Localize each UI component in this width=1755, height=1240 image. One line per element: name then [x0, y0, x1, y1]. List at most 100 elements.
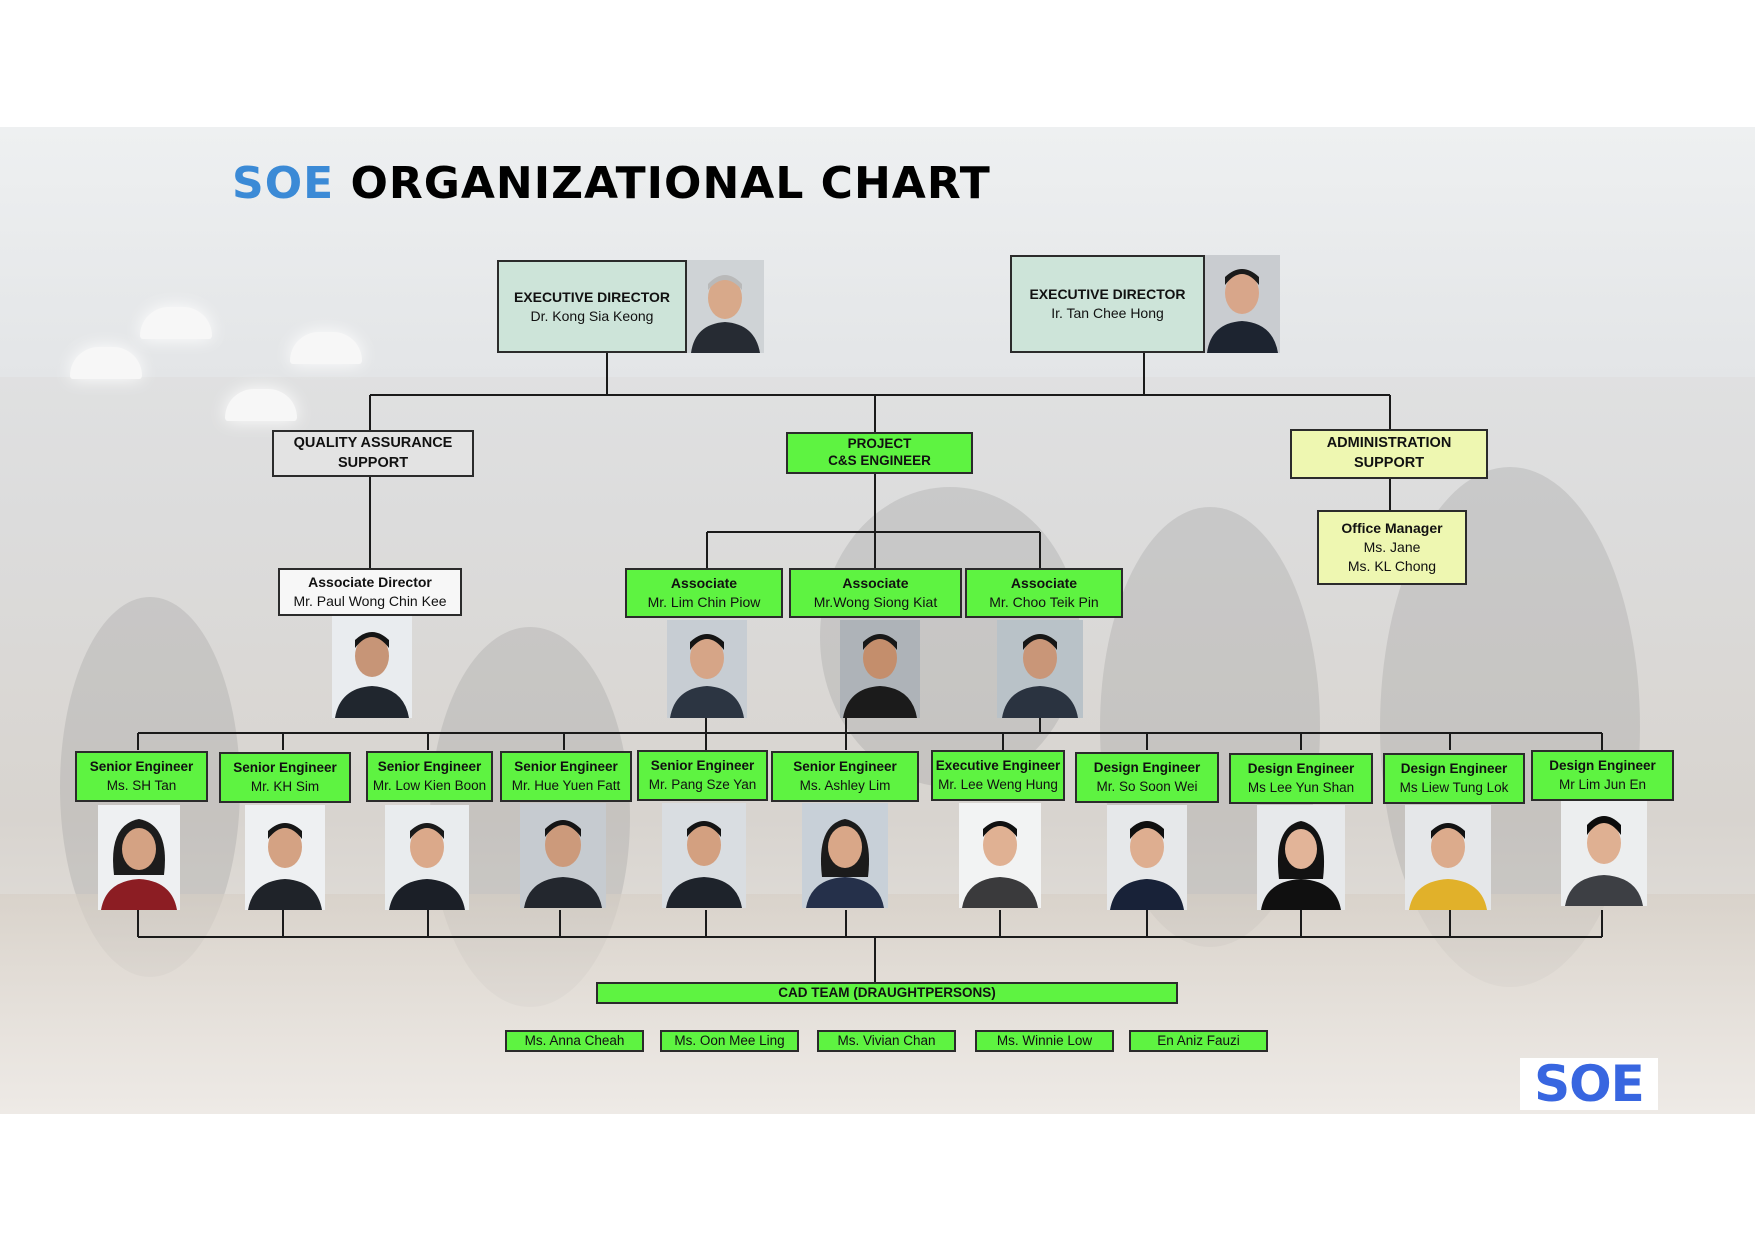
person-name: Mr.Wong Siong Kiat: [813, 594, 938, 610]
engineer-10-photo: [1405, 805, 1491, 910]
person-name: Mr Lim Jun En: [1558, 776, 1647, 792]
cad-member-2: Ms. Oon Mee Ling: [660, 1030, 799, 1052]
cad-member-1: Ms. Anna Cheah: [505, 1030, 644, 1052]
person-name: Ms Lee Yun Shan: [1247, 779, 1355, 795]
department-label: C&S ENGINEER: [828, 453, 931, 468]
person-name: Mr. Pang Sze Yan: [648, 776, 757, 792]
engineer-8-box: Design Engineer Mr. So Soon Wei: [1075, 752, 1219, 803]
engineer-7-box: Executive Engineer Mr. Lee Weng Hung: [931, 750, 1065, 801]
person-name: Dr. Kong Sia Keong: [530, 307, 654, 324]
ceiling-lamp: [70, 347, 142, 379]
role-label: Senior Engineer: [793, 759, 897, 775]
role-label: Associate: [842, 575, 909, 592]
engineer-7-photo: [959, 803, 1041, 908]
engineer-3-photo: [385, 805, 469, 910]
floor: [0, 894, 1755, 1114]
department-label: PROJECT: [847, 436, 912, 452]
person-name: Ms. Jane: [1363, 539, 1421, 556]
engineer-10-box: Design Engineer Ms Liew Tung Lok: [1383, 753, 1525, 804]
administration-support-box: ADMINISTRATION SUPPORT: [1290, 429, 1488, 479]
engineer-6-photo: [802, 803, 888, 908]
person-name: Mr. KH Sim: [250, 778, 320, 794]
role-label: Design Engineer: [1400, 761, 1508, 777]
engineer-3-box: Senior Engineer Mr. Low Kien Boon: [366, 751, 493, 802]
engineer-1-box: Senior Engineer Ms. SH Tan: [75, 751, 208, 802]
person-name: Ms. Anna Cheah: [524, 1032, 625, 1048]
person-name: Ms. Ashley Lim: [799, 777, 891, 793]
role-label: Associate Director: [308, 574, 432, 591]
engineer-2-photo: [245, 805, 325, 910]
engineer-8-photo: [1107, 805, 1187, 910]
page-title: SOE ORGANIZATIONAL CHART: [232, 158, 991, 209]
person-name: Ms. SH Tan: [106, 777, 177, 793]
person-name: Ms. Vivian Chan: [837, 1032, 936, 1048]
department-label: SUPPORT: [337, 454, 409, 471]
associate-1-box: Associate Mr. Lim Chin Piow: [625, 568, 783, 618]
engineer-4-photo: [520, 803, 606, 908]
department-label: ADMINISTRATION: [1326, 435, 1452, 452]
role-label: Senior Engineer: [233, 760, 337, 776]
associate-director-box: Associate Director Mr. Paul Wong Chin Ke…: [278, 568, 462, 616]
person-name: Ms Liew Tung Lok: [1399, 779, 1509, 795]
ceiling-lamp: [290, 332, 362, 364]
person-name: Mr. Lee Weng Hung: [938, 776, 1058, 792]
person-name: Mr. Low Kien Boon: [372, 777, 487, 793]
project-cs-engineer-box: PROJECT C&S ENGINEER: [786, 432, 973, 474]
engineer-9-box: Design Engineer Ms Lee Yun Shan: [1229, 753, 1373, 804]
department-label: QUALITY ASSURANCE: [293, 434, 453, 451]
person-name: Ir. Tan Chee Hong: [1051, 305, 1164, 321]
engineer-2-box: Senior Engineer Mr. KH Sim: [219, 752, 351, 803]
associate-3-box: Associate Mr. Choo Teik Pin: [965, 568, 1123, 618]
person-name: Mr. Choo Teik Pin: [989, 594, 1099, 610]
department-label: SUPPORT: [1353, 455, 1425, 471]
engineer-6-box: Senior Engineer Ms. Ashley Lim: [771, 751, 919, 802]
office-background-photo: [0, 127, 1755, 1114]
person-name: Ms. KL Chong: [1347, 557, 1437, 574]
ceiling-lamp: [140, 307, 212, 339]
role-label: Senior Engineer: [377, 759, 482, 775]
executive-director-1-box: EXECUTIVE DIRECTOR Dr. Kong Sia Keong: [497, 260, 687, 353]
person-name: Mr. Lim Chin Piow: [647, 594, 761, 610]
executive-director-1-photo: [687, 260, 764, 353]
associate-director-photo: [332, 616, 412, 718]
engineer-5-box: Senior Engineer Mr. Pang Sze Yan: [637, 750, 768, 801]
engineer-11-photo: [1561, 801, 1647, 906]
engineer-4-box: Senior Engineer Mr. Hue Yuen Fatt: [500, 751, 632, 802]
associate-3-photo: [997, 620, 1083, 718]
role-label: Associate: [670, 575, 738, 592]
cad-member-3: Ms. Vivian Chan: [817, 1030, 956, 1052]
cad-team-box: CAD TEAM (DRAUGHTPERSONS): [596, 982, 1178, 1004]
person-name: Ms. Winnie Low: [996, 1032, 1093, 1048]
associate-1-photo: [667, 620, 747, 718]
executive-director-2-photo: [1205, 255, 1280, 353]
soe-logo: SOE: [1520, 1055, 1658, 1113]
office-manager-box: Office Manager Ms. Jane Ms. KL Chong: [1317, 510, 1467, 585]
role-label: Design Engineer: [1247, 761, 1355, 777]
engineer-11-box: Design Engineer Mr Lim Jun En: [1531, 750, 1674, 801]
person-name: Mr. Hue Yuen Fatt: [511, 777, 621, 793]
engineer-5-photo: [662, 803, 746, 908]
logo-text: SOE: [1534, 1055, 1645, 1113]
role-label: Design Engineer: [1549, 758, 1656, 774]
role-label: Associate: [1010, 575, 1078, 592]
role-label: Executive Engineer: [935, 758, 1061, 774]
person-name: Mr. Paul Wong Chin Kee: [293, 593, 447, 609]
ceiling-lamp: [225, 389, 297, 421]
role-label: Senior Engineer: [514, 759, 618, 775]
title-text: ORGANIZATIONAL CHART: [334, 158, 991, 209]
person-name: En Aniz Fauzi: [1157, 1032, 1240, 1048]
role-label: Design Engineer: [1093, 760, 1201, 776]
department-label: CAD TEAM (DRAUGHTPERSONS): [778, 984, 996, 1000]
quality-assurance-box: QUALITY ASSURANCE SUPPORT: [272, 430, 474, 477]
cad-member-5: En Aniz Fauzi: [1129, 1030, 1268, 1052]
role-label: Office Manager: [1341, 520, 1443, 537]
associate-2-photo: [840, 620, 920, 718]
executive-director-2-box: EXECUTIVE DIRECTOR Ir. Tan Chee Hong: [1010, 255, 1205, 353]
engineer-9-photo: [1257, 805, 1345, 910]
cad-member-4: Ms. Winnie Low: [975, 1030, 1114, 1052]
ceiling: [0, 127, 1755, 377]
engineer-1-photo: [98, 805, 180, 910]
role-label: Senior Engineer: [650, 758, 755, 774]
role-label: EXECUTIVE DIRECTOR: [1029, 286, 1186, 303]
